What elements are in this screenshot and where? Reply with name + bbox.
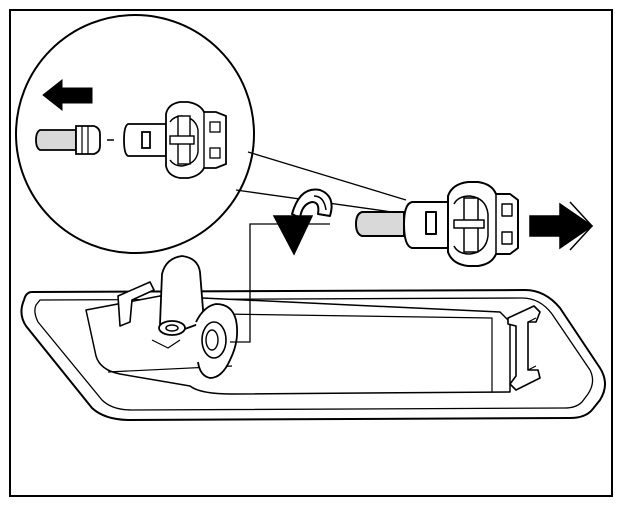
callout-bulb bbox=[35, 125, 101, 155]
left-arrow-icon bbox=[42, 78, 93, 112]
lamp-housing bbox=[20, 255, 606, 421]
rotate-arrow-icon bbox=[272, 188, 333, 256]
socket bbox=[403, 181, 519, 267]
callout-socket bbox=[123, 101, 227, 179]
right-arrow-icon bbox=[529, 201, 594, 251]
detail-callout bbox=[15, 14, 407, 254]
bulb bbox=[354, 211, 405, 237]
